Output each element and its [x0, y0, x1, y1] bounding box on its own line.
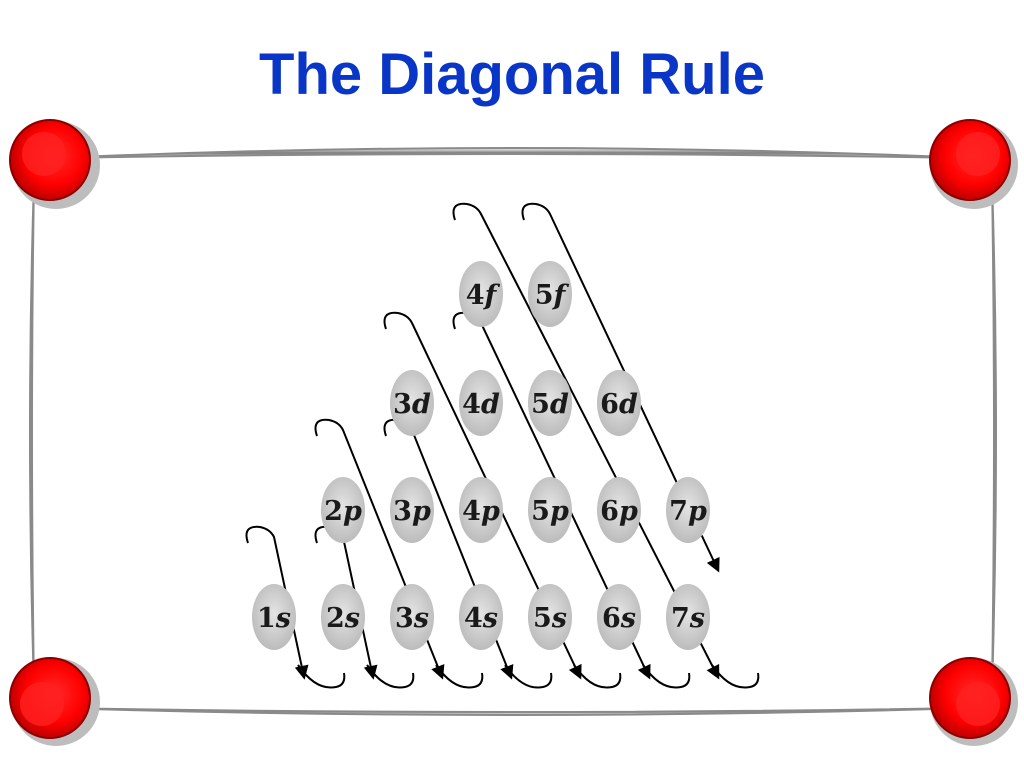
orbital-bubble [528, 370, 572, 436]
orbital-3s: 3s [390, 584, 434, 650]
orbital-5f: 5f [528, 261, 572, 327]
orbital-label: 5s [533, 603, 567, 634]
orbital-3d: 3d [390, 370, 434, 436]
orbital-2p: 2p [321, 477, 365, 543]
diagonal-arrow [245, 525, 309, 680]
orbital-label: 4d [462, 389, 500, 420]
orbital-6s: 6s [597, 584, 641, 650]
diagonal-arrow [452, 202, 720, 680]
corner-ball-bottom-right [929, 657, 1018, 746]
return-loop [297, 664, 346, 689]
orbital-label: 3d [393, 389, 431, 420]
orbital-5s: 5s [528, 584, 572, 650]
orbital-bubble [390, 477, 434, 543]
orbital-5p: 5p [528, 477, 572, 543]
orbital-label: 4p [462, 496, 500, 527]
orbital-6d: 6d [597, 370, 641, 436]
orbital-label: 6d [600, 389, 638, 420]
return-loop [504, 664, 553, 689]
orbital-6p: 6p [597, 477, 641, 543]
orbital-5d: 5d [528, 370, 572, 436]
orbital-4d: 4d [459, 370, 503, 436]
orbital-bubble [666, 584, 710, 650]
frame-border [29, 147, 997, 716]
orbital-label: 4f [466, 280, 501, 311]
orbital-label: 5p [531, 496, 569, 527]
orbital-4f: 4f [459, 261, 503, 327]
return-loop [573, 664, 622, 689]
orbital-bubble [459, 261, 503, 327]
orbital-2s: 2s [321, 584, 365, 650]
return-loop [642, 664, 691, 689]
orbital-bubble [597, 370, 641, 436]
return-loop [435, 664, 484, 689]
orbital-7s: 7s [666, 584, 710, 650]
orbital-diagram: 1s 2s 3s 4s 5s 6s 7s 2p 3p 4p 5p 6p 7p 3d 4d 5d 6d 4f 5f [245, 202, 760, 689]
orbital-bubble [597, 584, 641, 650]
orbital-bubble [597, 477, 641, 543]
orbital-label: 7s [671, 603, 705, 634]
orbital-3p: 3p [390, 477, 434, 543]
orbital-bubble [321, 477, 365, 543]
orbital-label: 3s [395, 603, 429, 634]
diagonal-arrow [314, 418, 445, 680]
orbital-1s: 1s [252, 584, 296, 650]
orbital-label: 5f [535, 280, 570, 311]
diagonal-arrow [383, 311, 582, 680]
orbital-bubble [528, 261, 572, 327]
orbital-bubble [528, 584, 572, 650]
corner-ball-bottom-left [9, 657, 100, 746]
return-loop [366, 664, 415, 689]
orbital-bubble [459, 584, 503, 650]
orbital-label: 2s [326, 603, 360, 634]
orbital-7p: 7p [666, 477, 710, 543]
corner-ball-top-right [929, 119, 1018, 209]
orbital-label: 1s [257, 603, 291, 634]
orbital-bubble [528, 477, 572, 543]
orbital-label: 4s [464, 603, 498, 634]
orbital-bubble [390, 584, 434, 650]
orbital-label: 2p [324, 496, 362, 527]
orbital-bubble [459, 370, 503, 436]
orbital-bubble [321, 584, 365, 650]
return-loop [711, 664, 760, 689]
orbital-bubble [390, 370, 434, 436]
diagonal-arrow [521, 202, 720, 573]
orbital-label: 6p [600, 496, 638, 527]
orbital-bubble [252, 584, 296, 650]
orbital-4s: 4s [459, 584, 503, 650]
corner-ball-top-left [9, 119, 100, 209]
orbital-label: 3p [393, 496, 431, 527]
orbital-label: 5d [531, 389, 569, 420]
orbital-4p: 4p [459, 477, 503, 543]
orbital-bubble [459, 477, 503, 543]
page-title: The Diagonal Rule [259, 42, 765, 107]
orbital-bubble [666, 477, 710, 543]
orbital-label: 6s [602, 603, 636, 634]
orbital-label: 7p [669, 496, 707, 527]
